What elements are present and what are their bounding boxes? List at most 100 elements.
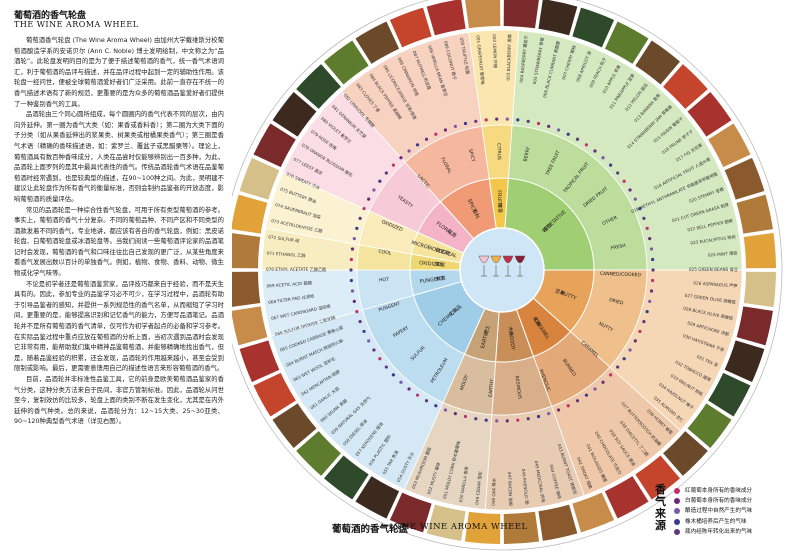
category-label-zh: 香料 <box>471 208 482 220</box>
category-label-nutty: NUTTY <box>559 290 577 302</box>
subcategory-label: CANNED/COOKED <box>600 271 642 278</box>
source-dot-icon <box>350 247 355 251</box>
category-label-zh: 刺激 <box>435 274 446 282</box>
category-label-zh: 微生物 <box>435 246 451 257</box>
source-dot-icon <box>415 143 420 147</box>
source-dot-icon <box>526 119 530 123</box>
legend-label: 红葡萄本身所有的香味成分 <box>685 488 753 494</box>
source-dot-icon <box>391 163 395 167</box>
category-label-zh: 氧化 <box>435 261 446 269</box>
footer-title-zh: 葡萄酒的香气轮盘 <box>332 524 409 535</box>
category-label-zh: 泥土 <box>482 324 491 335</box>
source-dot-icon <box>350 289 355 293</box>
legend-label: 橡木桶培养后产生的气味 <box>685 518 747 525</box>
source-dot-icon <box>651 257 655 262</box>
category-label-spicy: SPICY <box>466 198 478 214</box>
photo-tile <box>232 194 268 234</box>
footer-title-en: THE WINE AROMA WHEEL <box>396 522 528 532</box>
source-dot-icon <box>651 268 655 272</box>
source-dot-icon <box>547 412 551 416</box>
photo-tile <box>538 504 578 541</box>
source-dot-icon <box>584 143 589 147</box>
category-label-earthy: EARTHY <box>480 328 491 349</box>
source-dot-icon <box>556 408 561 412</box>
source-dot-icon <box>505 419 509 423</box>
source-dot-icon <box>593 387 597 391</box>
header-title-zh: 葡萄酒的香气轮盘 <box>14 11 87 21</box>
legend-label: 白葡萄本身所有的香味成分 <box>685 498 753 505</box>
photo-tile <box>272 403 317 448</box>
photo-tile <box>389 7 432 48</box>
source-dot-icon <box>628 348 632 352</box>
photo-tile <box>687 403 732 448</box>
source-dot-icon <box>384 365 388 369</box>
source-dot-icon <box>536 414 541 419</box>
intro-paragraph: 不论是初学者还是葡萄酒鉴赏家，品评技巧都来自于经验，而不是天生具有的。因此，参加… <box>14 280 224 373</box>
subcategory-label: BERRY <box>523 146 532 162</box>
aroma-term-label: 024 MINT 薄荷 <box>708 250 738 259</box>
photo-tile <box>604 476 649 519</box>
legend-label: 酿造过程中自然产生的气味 <box>685 508 753 515</box>
photo-tile <box>464 511 501 544</box>
source-dot-icon <box>628 188 632 192</box>
aroma-term-label: 049 CEDAR 雪松 <box>473 471 483 505</box>
source-dot-icon <box>601 156 605 160</box>
intro-paragraph: 葡萄酒香气轮盘 (The Wine Aroma Wheel) 由加州大学戴维斯分… <box>14 37 224 108</box>
intro-paragraph: 品酒轮由三个同心圆所组成，每个圆圈内的香气代表不同的层次，由内向外延伸。第一圈为… <box>14 111 224 203</box>
source-dot-icon <box>453 124 457 128</box>
wine-glass-icon <box>502 255 514 264</box>
aroma-term-label: 048 OAK 橡木 <box>490 477 498 506</box>
source-dot-icon <box>463 121 468 126</box>
source-dot-icon <box>372 348 376 352</box>
center-disc <box>459 227 545 313</box>
source-dot-icon <box>651 278 655 283</box>
source-dot-icon <box>349 268 353 272</box>
source-dot-icon <box>484 118 488 122</box>
source-dot-icon <box>622 357 626 361</box>
wine-glass-icon <box>490 255 502 264</box>
photo-tile <box>635 40 680 85</box>
source-dot-icon <box>633 339 637 343</box>
legend: 红葡萄本身所有的香味成分白葡萄本身所有的香味成分酿造过程中自然产生的气味橡木桶培… <box>674 486 752 537</box>
source-dot-icon <box>648 299 652 303</box>
legend-title: 香气来源 <box>655 483 666 532</box>
photo-tile <box>324 455 369 500</box>
source-dot-icon <box>378 179 382 183</box>
photo-tile <box>635 455 680 500</box>
source-dot-icon <box>407 149 411 153</box>
legend-label: 瓶内经陈年转化出来的气味 <box>685 528 753 535</box>
category-label-fruity: FRUITY <box>496 190 503 209</box>
photo-tile <box>687 92 732 137</box>
subcategory-label: COOL <box>378 249 392 257</box>
source-dot-icon <box>649 247 654 251</box>
source-dot-icon <box>547 124 551 128</box>
legend-dot-icon <box>674 508 680 515</box>
source-dot-icon <box>566 132 570 136</box>
photo-tile <box>736 306 773 346</box>
subcategory-label: DRIED <box>608 297 624 307</box>
source-dot-icon <box>526 417 530 421</box>
source-dot-icon <box>575 137 580 141</box>
source-dot-icon <box>349 257 353 262</box>
source-dot-icon <box>516 418 520 422</box>
photo-tile <box>736 194 773 234</box>
photo-tile <box>426 0 466 36</box>
source-dot-icon <box>633 197 637 201</box>
source-dot-icon <box>495 419 499 423</box>
photo-tile <box>296 431 341 476</box>
legend-dot-icon <box>674 528 680 535</box>
category-label-woody: WOODY <box>507 330 516 351</box>
source-dot-icon <box>372 188 376 192</box>
photo-tile <box>355 476 400 519</box>
source-dot-icon <box>609 163 613 167</box>
photo-tile <box>296 64 341 109</box>
photo-tile <box>572 7 615 48</box>
photo-tile <box>708 372 751 417</box>
source-dot-icon <box>362 206 366 211</box>
aroma-term-label: 071 ETHANOL 乙醇 <box>266 250 305 260</box>
photo-tile <box>503 0 539 29</box>
source-dot-icon <box>349 278 353 283</box>
category-label-zh: 果香 <box>496 203 503 213</box>
source-dot-icon <box>648 237 652 241</box>
